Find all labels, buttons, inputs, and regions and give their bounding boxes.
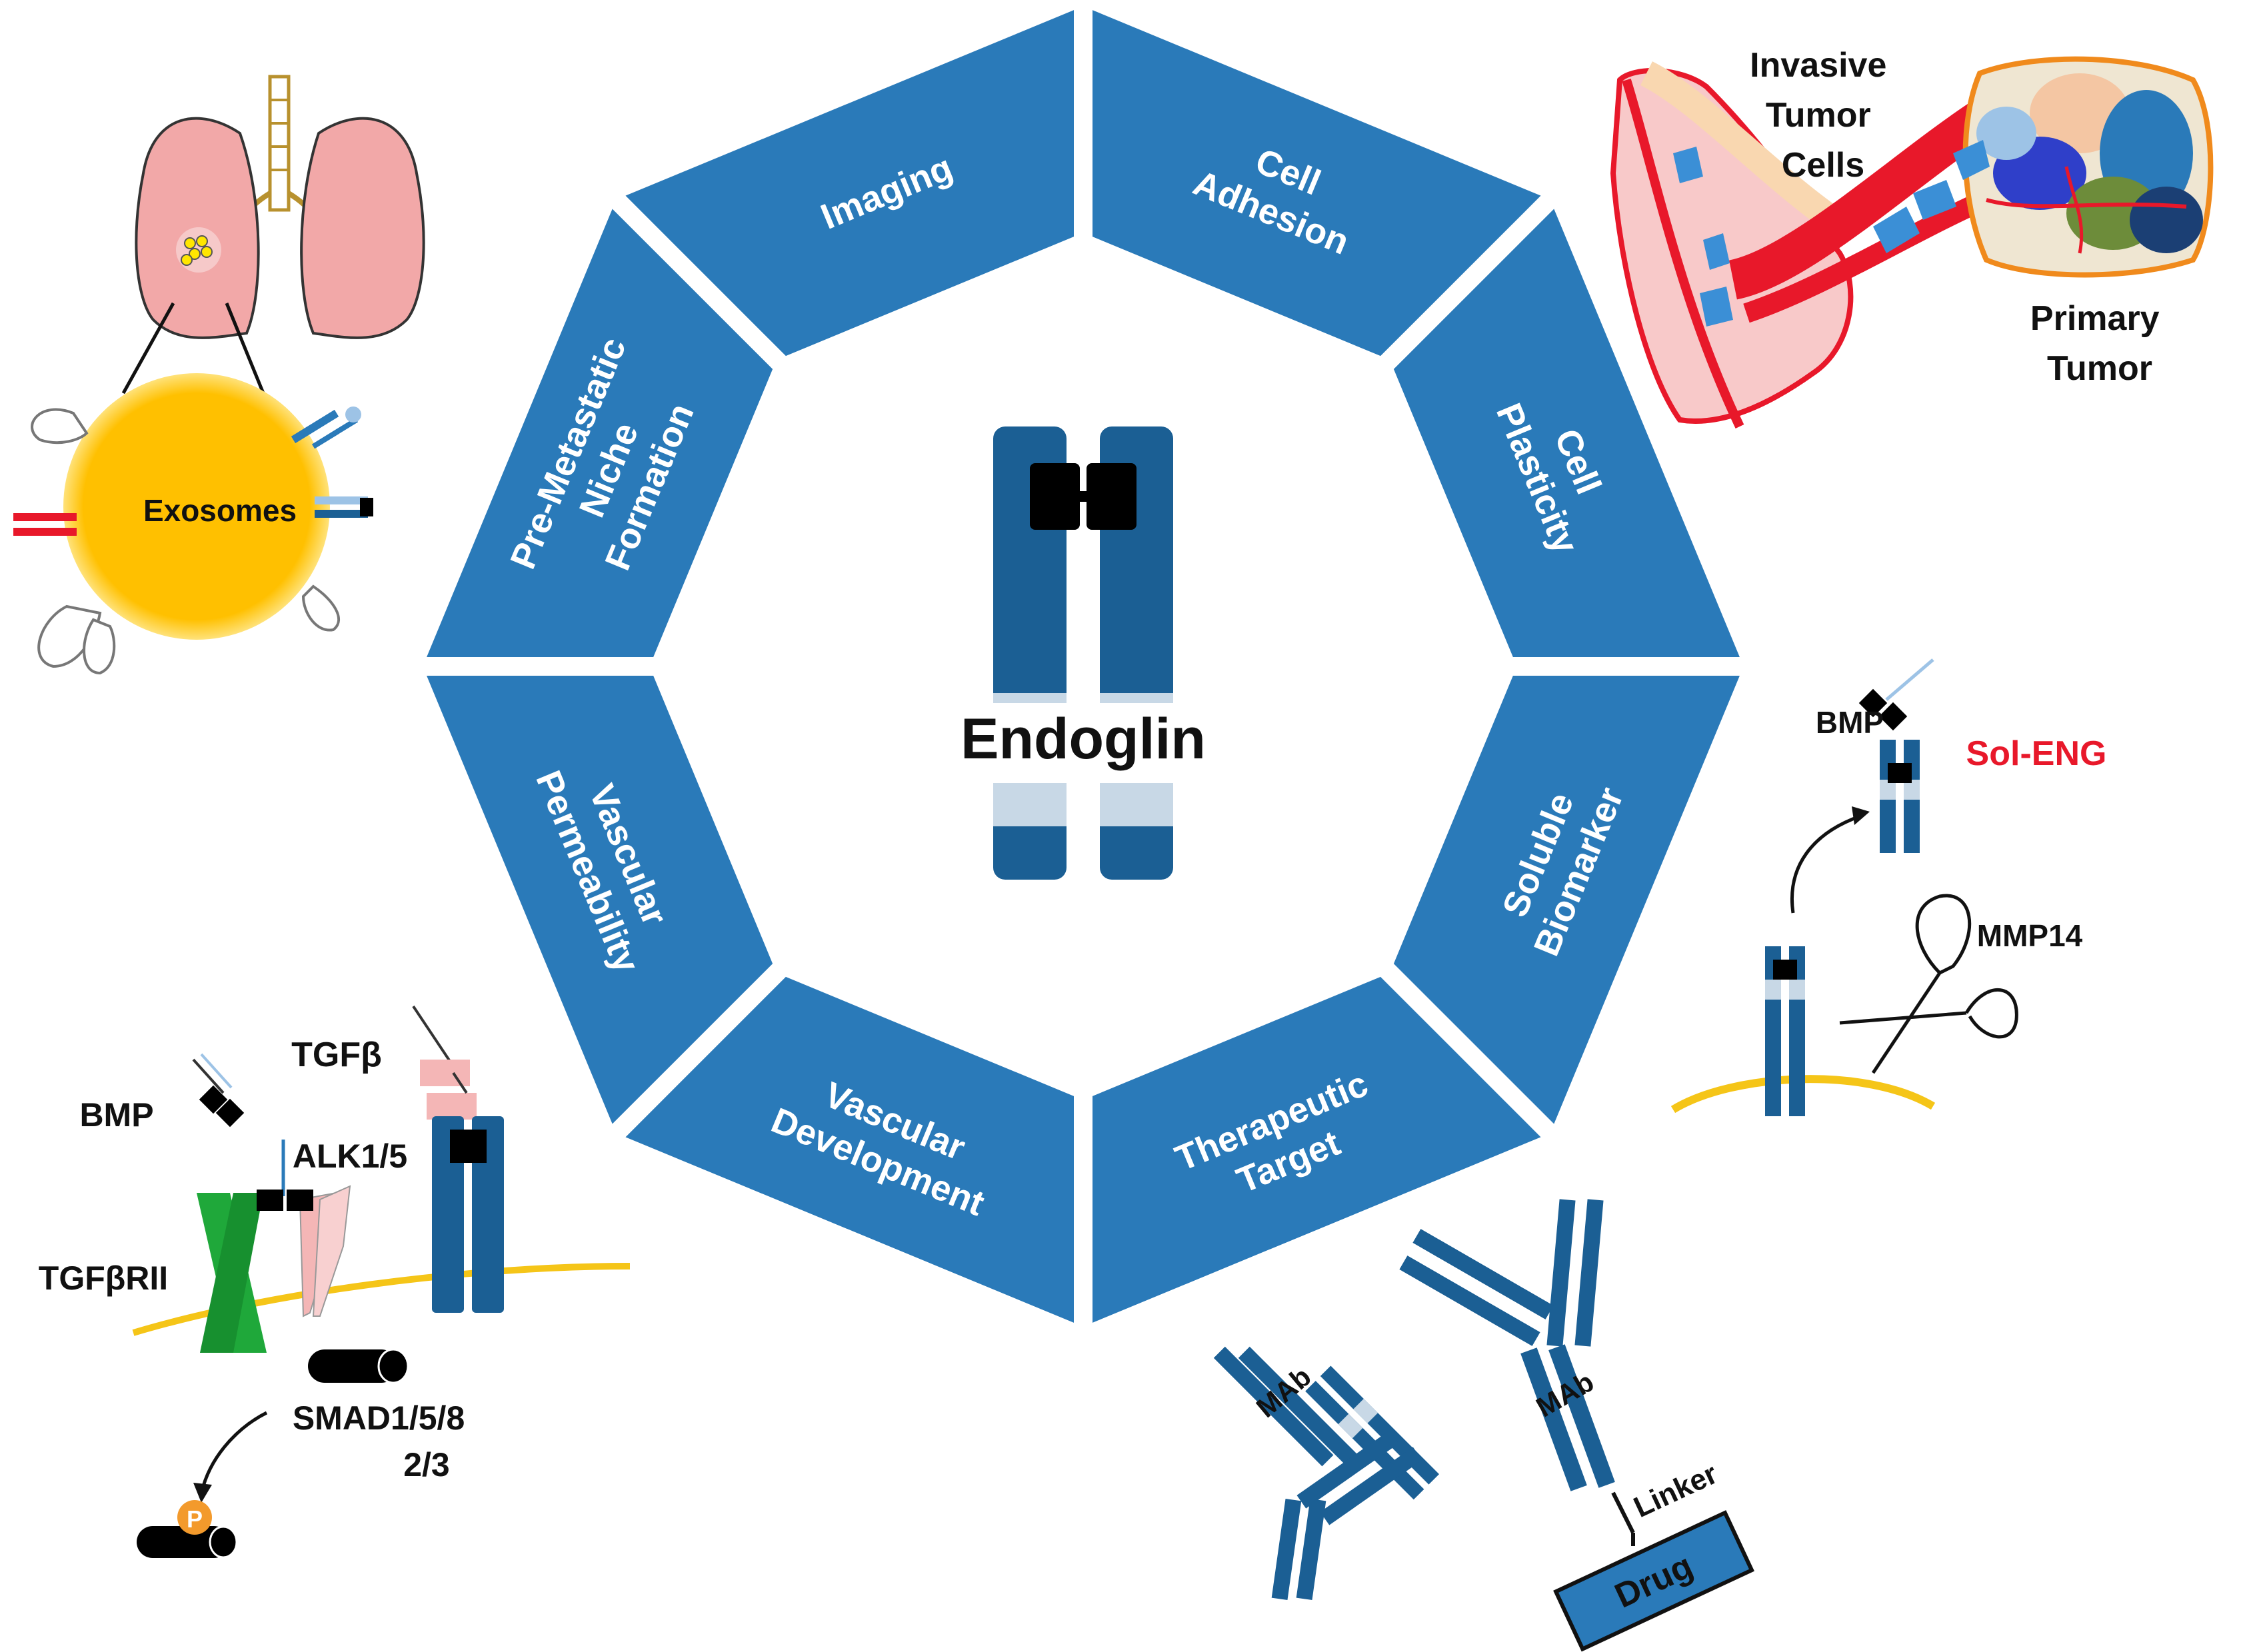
signaling-bmp-label: BMP: [79, 1096, 153, 1134]
invasive-tumor-cells-label: Invasive Tumor Cells: [1750, 46, 1896, 185]
mmp14-label: MMP14: [1977, 918, 2083, 953]
ring-segment: [625, 976, 1075, 1323]
antibody-drug-conjugate-icon: [1399, 1199, 1635, 1546]
exosomes-label: Exosomes: [143, 493, 297, 528]
antibody-icon: [1213, 1346, 1422, 1600]
smad-label: SMAD1/5/8 2/3: [293, 1399, 474, 1483]
ring-segment: [1092, 10, 1541, 357]
primary-tumor-label: Primary Tumor: [2030, 299, 2169, 388]
tgfbr-label: TGFβRII: [39, 1259, 168, 1297]
exosome-icon: [13, 373, 373, 675]
ring-segment: [427, 209, 773, 658]
drug-box: [1553, 1510, 1755, 1652]
ring-segment: [1393, 209, 1740, 658]
soluble-endoglin-icon: [1670, 658, 2018, 1116]
ring-segment: [625, 10, 1075, 357]
ring-segment: [1393, 675, 1740, 1124]
soluble-bmp-label: BMP: [1816, 705, 1884, 740]
ring-segment: [427, 675, 773, 1124]
phospho-label: P: [187, 1505, 203, 1533]
center-label: Endoglin: [961, 707, 1206, 771]
tumor-invasion-icon: [1610, 56, 2214, 428]
tgfb-label: TGFβ: [291, 1036, 382, 1074]
endoglin-dimer-icon: [993, 426, 1173, 880]
alk-label: ALK1/5: [293, 1138, 407, 1175]
signaling-complex-icon: [132, 1005, 631, 1559]
ring-segment: [1092, 976, 1541, 1323]
lungs-icon: [121, 75, 425, 395]
function-ring: CellAdhesionCellPlasticitySolubleBiomark…: [427, 10, 1740, 1323]
linker-label: Linker: [1629, 1457, 1722, 1524]
sol-eng-label: Sol-ENG: [1966, 734, 2107, 773]
